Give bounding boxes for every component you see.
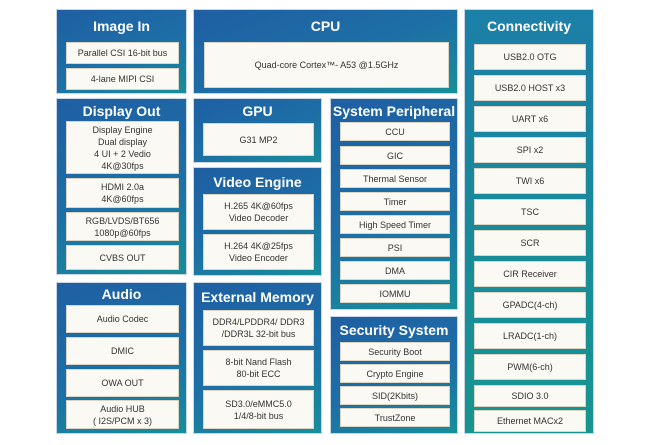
security-system-item: Security Boot (340, 342, 450, 361)
cpu-block: CPU Quad-core Cortex™- A53 @1.5GHz (193, 9, 458, 94)
display-out-item: CVBS OUT (66, 245, 179, 270)
system-peripheral-item: DMA (340, 261, 450, 280)
connectivity-item: SPI x2 (474, 137, 586, 163)
display-out-item: RGB/LVDS/BT656 1080p@60fps (66, 212, 179, 241)
connectivity-item: SCR (474, 230, 586, 256)
security-system-item: SID(2Kbits) (340, 386, 450, 405)
connectivity-item: UART x6 (474, 106, 586, 132)
audio-item: Audio Codec (66, 305, 179, 333)
connectivity-item: TSC (474, 199, 586, 225)
security-system-item: TrustZone (340, 408, 450, 427)
display-out-title: Display Out (82, 103, 161, 119)
connectivity-block: Connectivity USB2.0 OTG USB2.0 HOST x3 U… (464, 9, 594, 434)
external-memory-item: SD3.0/eMMC5.0 1/4/8-bit bus (203, 390, 314, 429)
image-in-title: Image In (93, 18, 150, 34)
audio-item: OWA OUT (66, 369, 179, 397)
system-peripheral-item: High Speed Timer (340, 215, 450, 234)
external-memory-item: DDR4/LPDDR4/ DDR3 /DDR3L 32-bit bus (203, 310, 314, 346)
connectivity-item: USB2.0 HOST x3 (474, 75, 586, 101)
external-memory-title: External Memory (201, 289, 314, 305)
cpu-item: Quad-core Cortex™- A53 @1.5GHz (204, 42, 449, 88)
audio-item: DMIC (66, 337, 179, 365)
display-out-item: Display Engine Dual display 4 UI + 2 Ved… (66, 121, 179, 174)
security-system-title: Security System (339, 322, 449, 338)
connectivity-item: Ethernet MACx2 (474, 410, 586, 432)
security-system-item: Crypto Engine (340, 364, 450, 383)
gpu-item: G31 MP2 (203, 123, 314, 156)
connectivity-title: Connectivity (486, 18, 571, 34)
system-peripheral-item: Thermal Sensor (340, 169, 450, 188)
connectivity-item: PWM(6-ch) (474, 354, 586, 380)
gpu-title: GPU (242, 103, 273, 119)
system-peripheral-item: IOMMU (340, 284, 450, 303)
security-system-block: Security System Security Boot Crypto Eng… (330, 316, 458, 434)
image-in-block: Image In Parallel CSI 16-bit bus 4-lane … (56, 9, 187, 94)
connectivity-item: TWI x6 (474, 168, 586, 194)
video-engine-title: Video Engine (213, 174, 302, 190)
system-peripheral-title: System Peripheral (332, 103, 456, 119)
connectivity-item: USB2.0 OTG (474, 44, 586, 70)
system-peripheral-item: CCU (340, 122, 450, 141)
system-peripheral-block: System Peripheral CCU GIC Thermal Sensor… (330, 98, 458, 310)
audio-block: Audio Audio Codec DMIC OWA OUT Audio HUB… (56, 282, 187, 434)
video-engine-item: H.265 4K@60fps Video Decoder (203, 194, 314, 230)
audio-title: Audio (101, 286, 142, 302)
system-peripheral-item: Timer (340, 192, 450, 211)
audio-item: Audio HUB ( I2S/PCM x 3) (66, 400, 179, 429)
system-peripheral-item: GIC (340, 146, 450, 165)
display-out-item: HDMI 2.0a 4K@60fps (66, 178, 179, 208)
display-out-block: Display Out Display Engine Dual display … (56, 98, 187, 275)
gpu-block: GPU G31 MP2 (193, 98, 322, 163)
image-in-item: 4-lane MIPI CSI (66, 68, 179, 90)
video-engine-item: H.264 4K@25fps Video Encoder (203, 234, 314, 270)
external-memory-item: 8-bit Nand Flash 80-bit ECC (203, 350, 314, 386)
video-engine-block: Video Engine H.265 4K@60fps Video Decode… (193, 167, 322, 276)
external-memory-block: External Memory DDR4/LPDDR4/ DDR3 /DDR3L… (193, 282, 322, 434)
connectivity-item: SDIO 3.0 (474, 385, 586, 407)
cpu-title: CPU (310, 18, 341, 34)
image-in-item: Parallel CSI 16-bit bus (66, 42, 179, 64)
connectivity-item: LRADC(1-ch) (474, 323, 586, 349)
connectivity-item: GPADC(4-ch) (474, 292, 586, 318)
connectivity-item: CIR Receiver (474, 261, 586, 287)
system-peripheral-item: PSI (340, 238, 450, 257)
